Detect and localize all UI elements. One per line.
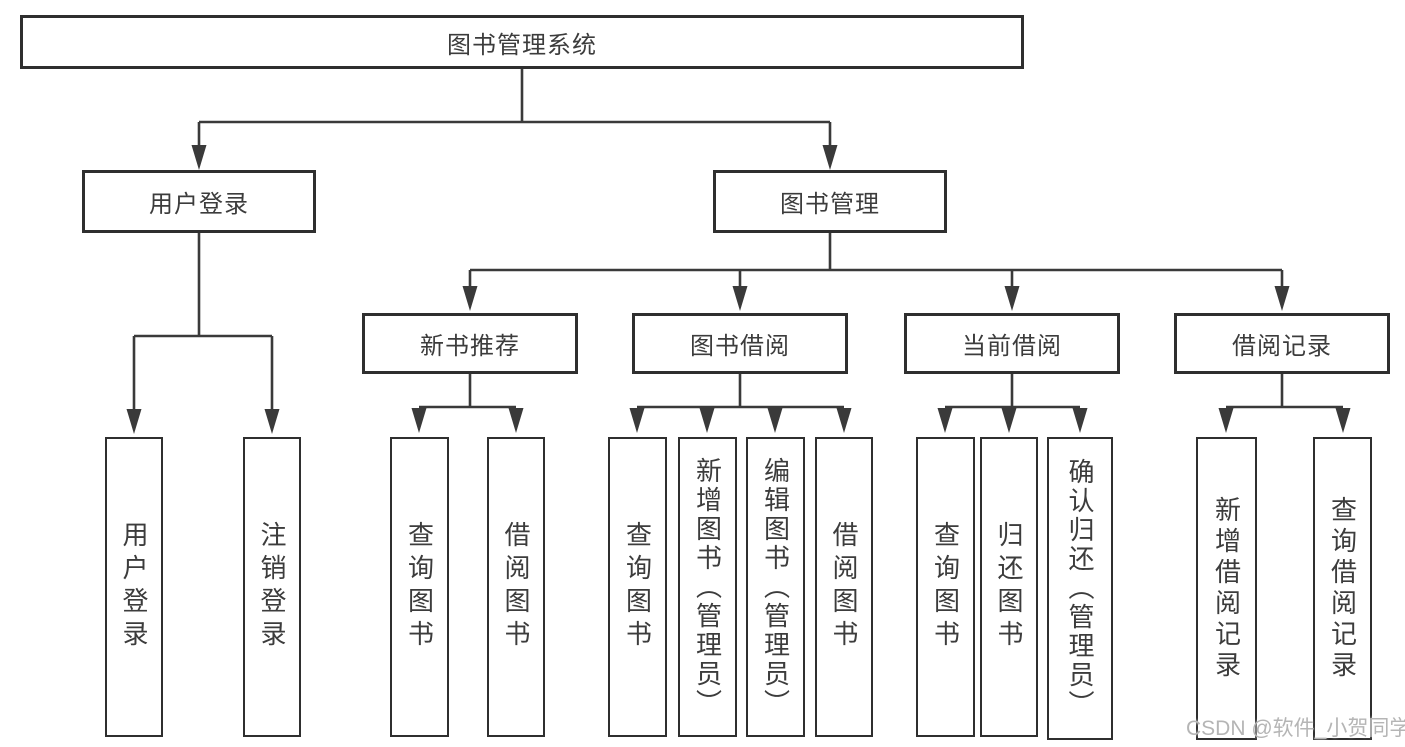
leaf-current-query-books-label: 查询图书: [930, 521, 961, 653]
leaf-borrow-query-books: 查询图书: [608, 437, 667, 737]
leaf-borrow-add-books-admin-label: 新增图书（管理员）: [692, 456, 723, 718]
leaf-borrow-borrow-books-label: 借阅图书: [829, 521, 859, 653]
leaf-records-add-record-label: 新增借阅记录: [1211, 495, 1242, 682]
node-user-login-label: 用户登录: [149, 191, 249, 218]
leaf-borrow-edit-books-admin: 编辑图书（管理员）: [746, 437, 805, 737]
node-current-borrowing-label: 当前借阅: [962, 333, 1062, 360]
leaf-borrow-edit-books-admin-label: 编辑图书（管理员）: [760, 456, 791, 718]
node-book-borrowing: 图书借阅: [632, 313, 848, 374]
node-library-system: 图书管理系统: [20, 15, 1024, 69]
leaf-borrow-borrow-books: 借阅图书: [815, 437, 873, 737]
arrowheads: [126, 145, 1351, 434]
leaf-logout-label: 注销登录: [257, 521, 287, 653]
node-borrowing-records-label: 借阅记录: [1232, 333, 1332, 360]
leaf-logout: 注销登录: [243, 437, 301, 737]
leaf-current-confirm-return-admin: 确认归还（管理员）: [1047, 437, 1113, 740]
node-library-system-label: 图书管理系统: [447, 31, 597, 59]
leaf-records-query-record-label: 查询借阅记录: [1327, 495, 1358, 682]
node-book-management-label: 图书管理: [780, 191, 880, 218]
tree-edges: [132, 69, 1343, 410]
node-current-borrowing: 当前借阅: [904, 313, 1120, 374]
leaf-user-login-label: 用户登录: [119, 521, 149, 653]
leaf-borrow-query-books-label: 查询图书: [622, 521, 653, 653]
node-borrowing-records: 借阅记录: [1174, 313, 1390, 374]
leaf-records-query-record: 查询借阅记录: [1313, 437, 1372, 740]
leaf-current-confirm-return-admin-label: 确认归还（管理员）: [1065, 458, 1095, 719]
leaf-current-return-books: 归还图书: [980, 437, 1038, 737]
node-book-borrowing-label: 图书借阅: [690, 333, 790, 360]
node-new-book-recommendation-label: 新书推荐: [420, 333, 520, 360]
node-book-management: 图书管理: [713, 170, 947, 233]
leaf-current-query-books: 查询图书: [916, 437, 975, 737]
leaf-newrec-borrow-books: 借阅图书: [487, 437, 545, 737]
leaf-newrec-borrow-books-label: 借阅图书: [501, 521, 531, 653]
node-new-book-recommendation: 新书推荐: [362, 313, 578, 374]
leaf-newrec-query-books: 查询图书: [390, 437, 449, 737]
leaf-user-login: 用户登录: [105, 437, 163, 737]
leaf-records-add-record: 新增借阅记录: [1196, 437, 1257, 740]
leaf-newrec-query-books-label: 查询图书: [404, 521, 435, 653]
leaf-current-return-books-label: 归还图书: [994, 521, 1024, 653]
node-user-login: 用户登录: [82, 170, 316, 233]
leaf-borrow-add-books-admin: 新增图书（管理员）: [678, 437, 737, 737]
csdn-watermark: CSDN @软件_小贺同学: [1186, 717, 1405, 740]
